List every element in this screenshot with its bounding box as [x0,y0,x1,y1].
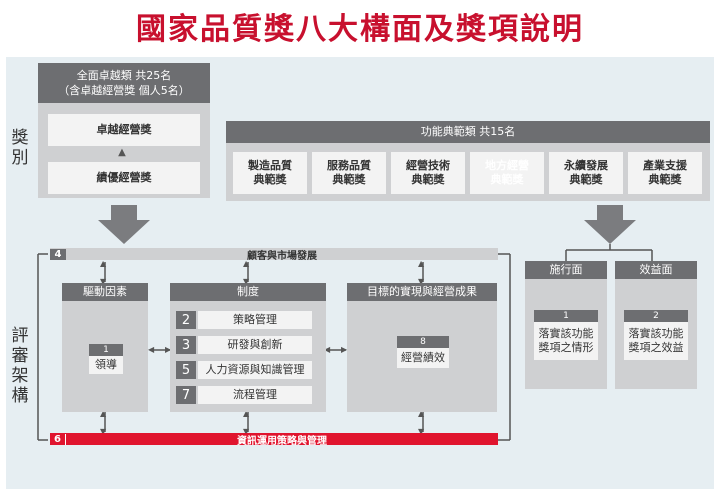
implementation-number: 1 [534,310,598,322]
up-arrow-icon: ▲ [100,259,107,268]
leadership-box: 領導 [89,356,123,374]
award-line1: 產業支援 [643,159,687,172]
down-arrow-icon: ▼ [243,427,250,436]
award-line1: 製造品質 [248,159,292,172]
down-arrow-icon: ▼ [418,277,425,286]
awards-side-label: 獎別 [11,128,29,168]
bar-number: 4 [50,248,66,260]
down-arrow-icon [98,205,150,244]
functional-award-local: 地方經營典範獎 [470,152,544,194]
functional-award-service: 服務品質典範獎 [312,152,386,194]
page-title: 國家品質獎八大構面及獎項說明 [136,12,584,47]
award-line1: 服務品質 [327,159,371,172]
award-line2: 典範獎 [332,173,366,186]
left-arrow-icon: ◀ [324,345,331,354]
implementation-line1: 落實該功能 [538,327,594,340]
up-arrow-icon: ▲ [243,409,250,418]
up-arrow-icon: ▲ [118,147,126,158]
award-line2: 典範獎 [411,173,445,186]
functional-award-sustainability: 永續發展典範獎 [549,152,623,194]
bar-label: 顧客與市場發展 [247,250,317,262]
down-arrow-icon: ▼ [243,277,250,286]
functional-award-technology: 經營技術典範獎 [391,152,465,194]
functional-award-industry: 產業支援典範獎 [628,152,702,194]
award-line2: 典範獎 [569,173,603,186]
merit-award-box: 績優經營獎 [48,162,200,194]
implementation-box: 落實該功能獎項之情形 [534,322,598,360]
down-arrow-icon: ▼ [100,277,107,286]
down-arrow-icon: ▼ [100,427,107,436]
excellence-header-line1: 全面卓越類 共25名 [76,69,172,82]
system-item-number: 7 [176,386,196,404]
up-arrow-icon: ▲ [243,259,250,268]
performance-number: 8 [397,336,449,348]
award-line1: 永續發展 [564,159,608,172]
leadership-number: 1 [89,344,123,356]
system-item-number: 3 [176,336,196,354]
award-line2: 典範獎 [490,173,524,186]
system-item-number: 2 [176,311,196,329]
left-arrow-icon: ◀ [148,345,155,354]
excellence-header-line2: （含卓越經營獎 個人5名） [58,84,190,97]
effectiveness-number: 2 [624,310,688,322]
results-header: 目標的實現與經營成果 [347,283,497,301]
implementation-header: 施行面 [525,261,607,279]
customer-market-bar: 4 顧客與市場發展 [50,248,498,262]
up-arrow-icon: ▲ [100,409,107,418]
bar-label: 資訊運用策略與管理 [237,435,327,447]
effectiveness-header: 效益面 [615,261,697,279]
bar-number: 6 [50,433,66,445]
right-arrow-icon: ▶ [165,345,172,354]
up-arrow-icon: ▲ [418,259,425,268]
system-item-number: 5 [176,361,196,379]
effectiveness-box: 落實該功能獎項之效益 [624,322,688,360]
framework-side-label: 評審架構 [11,326,29,406]
functional-header: 功能典範類 共15名 [226,121,710,143]
information-strategy-bar: 6 資訊運用策略與管理 [50,433,498,447]
functional-award-manufacturing: 製造品質典範獎 [233,152,307,194]
award-line2: 典範獎 [648,173,682,186]
system-item-process: 流程管理 [198,386,312,404]
excellence-header: 全面卓越類 共25名 （含卓越經營獎 個人5名） [38,63,210,103]
system-item-rnd: 研發與創新 [198,336,312,354]
excellence-award-box: 卓越經營獎 [48,114,200,146]
implementation-line2: 獎項之情形 [538,341,594,354]
system-item-strategy: 策略管理 [198,311,312,329]
performance-box: 經營績效 [397,348,449,368]
drivers-header: 驅動因素 [62,283,148,301]
up-arrow-icon: ▲ [418,409,425,418]
award-line1: 經營技術 [406,159,450,172]
effectiveness-line2: 獎項之效益 [628,341,684,354]
system-header: 制度 [170,283,326,301]
system-item-hr: 人力資源與知識管理 [198,361,312,379]
award-line2: 典範獎 [253,173,287,186]
down-arrow-icon: ▼ [418,427,425,436]
down-arrow-icon [584,205,636,244]
award-line1: 地方經營 [485,159,529,172]
effectiveness-line1: 落實該功能 [628,327,684,340]
right-arrow-icon: ▶ [341,345,348,354]
